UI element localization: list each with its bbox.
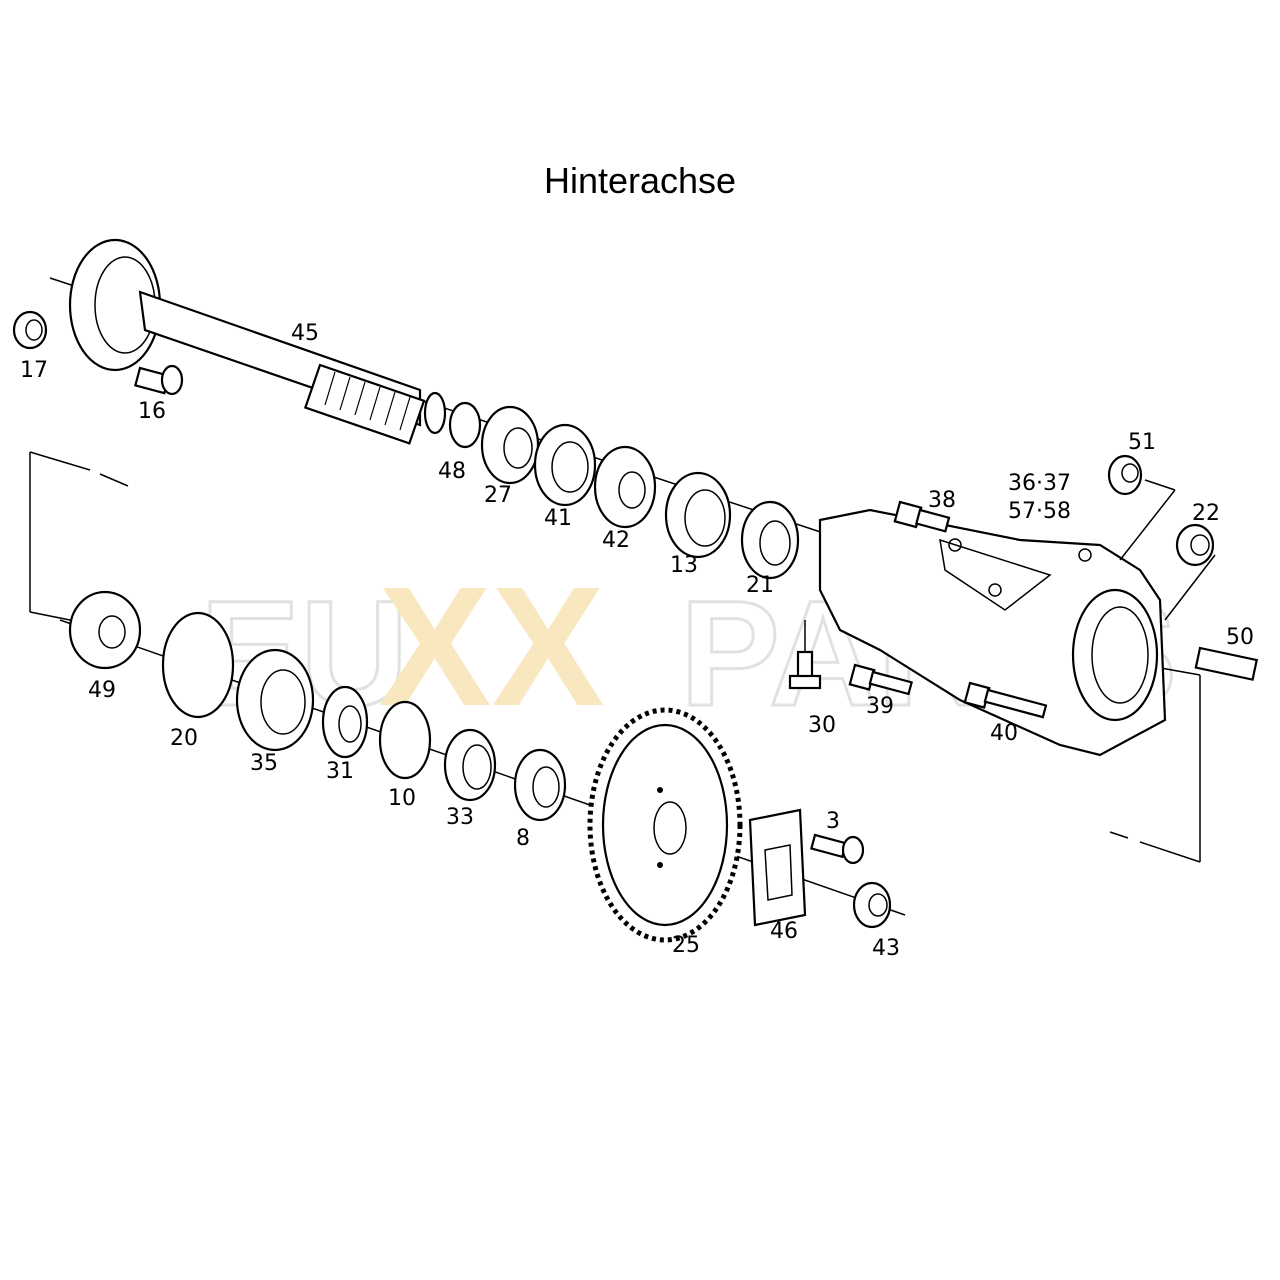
axle-shaft-45 <box>68 238 447 445</box>
callout-57-58: 57·58 <box>1008 499 1071 524</box>
callout-25: 25 <box>672 933 700 958</box>
callout-21: 21 <box>746 573 774 598</box>
nut-17 <box>12 310 48 350</box>
callout-17: 17 <box>20 358 48 383</box>
diagram-title: Hinterachse <box>543 160 737 201</box>
callout-51: 51 <box>1128 430 1156 455</box>
bolt-16 <box>133 364 184 396</box>
spacer-42 <box>593 445 657 529</box>
callout-27: 27 <box>484 483 512 508</box>
callout-31: 31 <box>326 759 354 784</box>
bearing-8 <box>513 748 567 822</box>
callout-38: 38 <box>928 488 956 513</box>
ring-33 <box>443 728 497 802</box>
callout-50: 50 <box>1226 625 1254 650</box>
gear-25 <box>587 707 743 943</box>
callout-13: 13 <box>670 553 698 578</box>
callout-43: 43 <box>872 936 900 961</box>
plate-46 <box>748 808 807 927</box>
callout-35: 35 <box>250 751 278 776</box>
callout-42: 42 <box>602 528 630 553</box>
callout-16: 16 <box>138 399 166 424</box>
bearing-13 <box>664 471 732 559</box>
nut-43 <box>852 881 892 929</box>
axle-housing <box>818 508 1167 757</box>
callout-33: 33 <box>446 805 474 830</box>
callout-48: 48 <box>438 459 466 484</box>
bearing-41 <box>533 423 597 507</box>
snap-ring-48 <box>448 401 482 449</box>
callout-20: 20 <box>170 726 198 751</box>
callout-3: 3 <box>826 809 840 834</box>
seal-21 <box>740 500 800 580</box>
callout-49: 49 <box>88 678 116 703</box>
callout-45: 45 <box>291 321 319 346</box>
bushing-22 <box>1164 523 1216 621</box>
bolt-39 <box>848 663 913 696</box>
circlip-10 <box>378 700 432 780</box>
callout-30: 30 <box>808 713 836 738</box>
washer-31 <box>321 685 369 759</box>
stud-50 <box>1194 646 1259 681</box>
bolt-38 <box>893 500 951 533</box>
callout-41: 41 <box>544 506 572 531</box>
right-bracket <box>1109 675 1201 863</box>
left-bracket <box>29 451 129 621</box>
callout-36-37: 36·37 <box>1008 471 1071 496</box>
callout-39: 39 <box>866 694 894 719</box>
breather-30 <box>788 620 822 690</box>
callout-40: 40 <box>990 721 1018 746</box>
callout-22: 22 <box>1192 501 1220 526</box>
bolt-3 <box>810 833 865 865</box>
callout-46: 46 <box>770 919 798 944</box>
o-ring-20 <box>161 611 235 719</box>
seal-27 <box>480 405 540 485</box>
seal-35 <box>235 648 315 752</box>
bolt-40 <box>963 681 1048 719</box>
callout-10: 10 <box>388 786 416 811</box>
bearing-49 <box>68 590 142 670</box>
nut-51 <box>1107 454 1176 561</box>
callout-8: 8 <box>516 826 530 851</box>
